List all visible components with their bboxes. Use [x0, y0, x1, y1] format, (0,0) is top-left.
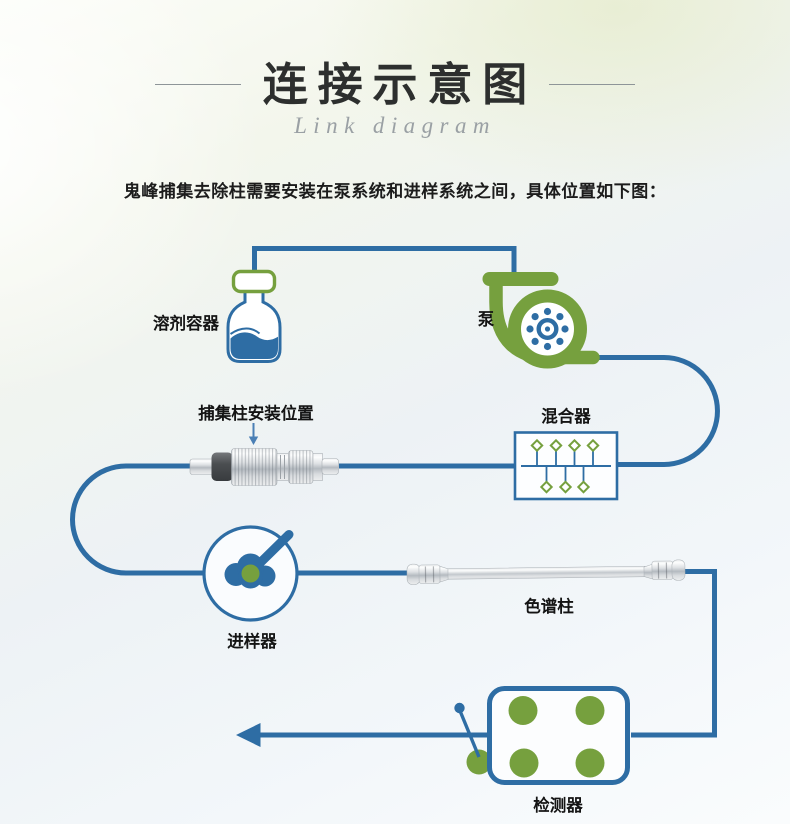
bottle-liquid	[230, 332, 278, 359]
pump-icon	[482, 272, 600, 369]
injector-icon	[202, 525, 299, 622]
position-pointer-arrow	[248, 423, 259, 445]
page-title: 连接示意图	[262, 59, 538, 110]
mixer-diamonds	[530, 438, 600, 494]
flow-line-column-to-detector	[631, 569, 717, 738]
detector-lamps	[508, 696, 605, 778]
label-trap-column-position: 捕集柱安装位置	[198, 405, 314, 423]
page-subtitle: Link diagram	[294, 113, 496, 138]
page-title-row: 连接示意图	[0, 60, 790, 110]
flow-line-bottle-to-pump	[252, 246, 517, 273]
flow-arrowhead	[236, 723, 261, 747]
label-pump: 泵	[477, 311, 495, 329]
bottle-cap	[231, 269, 277, 294]
flow-line-pump-to-mixer	[598, 355, 720, 467]
flow-line-trap-column-to-injector	[70, 463, 206, 576]
needle-icon	[454, 702, 481, 758]
label-injector: 进样器	[227, 633, 277, 651]
pump-impeller-dots	[526, 307, 569, 351]
mixer-icon	[513, 431, 619, 501]
detector-icon	[454, 686, 630, 785]
label-mixer: 混合器	[541, 408, 591, 426]
label-column: 色谱柱	[524, 598, 574, 616]
diagram-description: 鬼峰捕集去除柱需要安装在泵系统和进样系统之间，具体位置如下图：	[123, 182, 667, 201]
solvent-bottle-icon	[226, 269, 282, 363]
title-decorative-line-left	[154, 84, 241, 86]
label-detector: 检测器	[533, 797, 583, 815]
title-decorative-line-right	[549, 84, 636, 86]
column-icon	[406, 559, 686, 585]
trap-column-icon	[189, 448, 339, 486]
label-solvent-container: 溶剂容器	[153, 315, 219, 333]
detector-flow-cell	[466, 749, 492, 775]
